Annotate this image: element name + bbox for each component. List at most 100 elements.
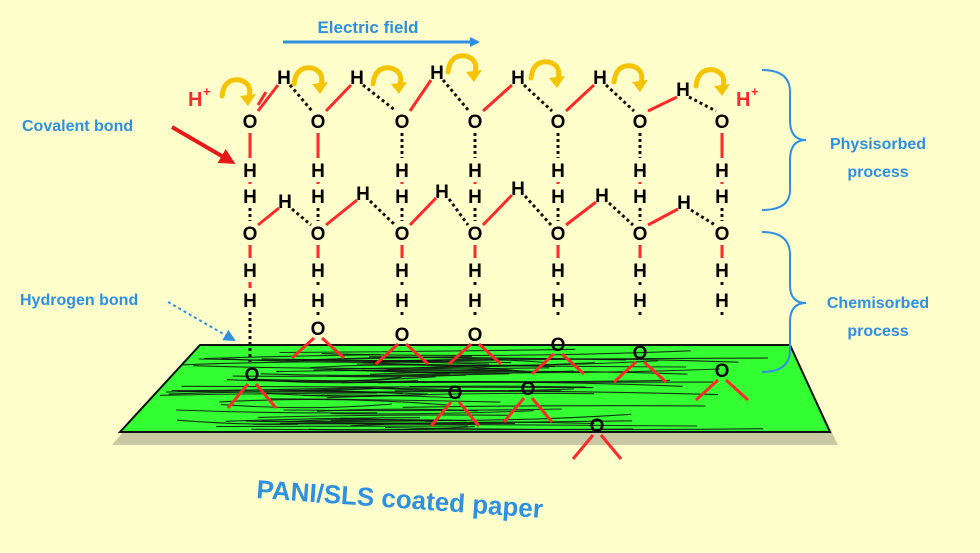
hydrogen-atom: H <box>311 187 325 208</box>
paper-fiber <box>409 385 587 388</box>
paper-fiber <box>216 425 468 428</box>
hydrogen-bond <box>368 199 397 227</box>
hydrogen-atom: H <box>243 161 257 182</box>
paper-fibers <box>160 348 769 431</box>
oxygen-atom: O <box>633 224 648 245</box>
covalent-bond <box>530 397 554 423</box>
hydrogen-atom: H <box>633 187 647 208</box>
paper-fiber <box>171 386 376 392</box>
paper-fiber <box>261 358 512 364</box>
paper-fiber <box>177 419 299 425</box>
paper-fiber <box>253 420 633 425</box>
paper-fiber <box>333 368 721 374</box>
hydrogen-atom: H <box>633 261 647 282</box>
covalent-bond <box>647 207 679 227</box>
hydrogen-atom: H <box>551 161 565 182</box>
yellow-swirl-arrow-head <box>312 82 328 94</box>
oxygen-atom: O <box>715 361 730 382</box>
hydrogen-atom: H <box>511 179 525 200</box>
paper-fiber <box>279 348 576 354</box>
hydrogen-bond <box>522 83 554 113</box>
hydrogen-atom: H <box>511 68 525 89</box>
oxygen-atom: O <box>468 224 483 245</box>
hydrogen-bond-label: Hydrogen bond <box>20 292 138 309</box>
yellow-swirl-arrow-icon <box>528 59 562 85</box>
covalent-bond <box>599 434 623 460</box>
yellow-swirl-arrow-head <box>466 70 482 82</box>
hydrogen-atom: H <box>633 161 647 182</box>
hydrogen-atom: H <box>395 161 409 182</box>
proton-left-h: H <box>188 89 202 111</box>
hydrogen-bond <box>690 208 716 227</box>
covalent-bond <box>647 95 678 113</box>
oxygen-atom: O <box>448 383 463 404</box>
hydrogen-bond <box>523 194 553 227</box>
paper-fiber <box>308 426 475 431</box>
yellow-swirl-arrow-icon <box>445 53 479 79</box>
hydrogen-bond <box>447 198 470 226</box>
paper-fiber <box>168 391 428 395</box>
paper-fiber <box>267 398 501 403</box>
covalent-bond <box>408 79 433 112</box>
oxygen-atom: O <box>395 325 410 346</box>
oxygen-atom: O <box>311 112 326 133</box>
covalent-bond <box>404 342 430 366</box>
oxygen-atom: O <box>243 224 258 245</box>
oxygen-atom: O <box>551 112 566 133</box>
covalent-bond <box>374 342 400 366</box>
hydrogen-atom: H <box>715 261 729 282</box>
covalent-bond-label: Covalent bond <box>22 118 133 135</box>
hydrogen-atom: H <box>311 291 325 312</box>
curly-brace-icon <box>761 69 807 211</box>
oxygen-atom: O <box>715 224 730 245</box>
covalent-bond <box>257 206 280 227</box>
physisorbed-label-line2: process <box>847 164 908 181</box>
hydrogen-atom: H <box>356 184 370 205</box>
chemisorbed-label-line2: process <box>847 323 908 340</box>
yellow-swirl-arrow-icon <box>219 77 253 103</box>
covalent-bond <box>530 352 556 376</box>
physisorbed-brace: Physisorbed process <box>761 69 926 211</box>
hydrogen-atom: H <box>468 291 482 312</box>
proton-left-plus: + <box>203 84 211 99</box>
covalent-bond <box>477 342 503 366</box>
hydrogen-atom: H <box>395 187 409 208</box>
covalent-bond <box>481 193 514 227</box>
oxygen-atom: O <box>468 112 483 133</box>
oxygen-atom: O <box>633 112 648 133</box>
paper-fiber <box>327 374 467 378</box>
oxygen-atom: O <box>521 379 536 400</box>
hydrogen-atom: H <box>468 261 482 282</box>
paper-fiber <box>278 386 400 391</box>
paper-fiber <box>370 370 688 375</box>
paper-fiber <box>361 360 659 366</box>
yellow-swirl-arrow-icon <box>291 65 325 91</box>
covalent-bond <box>226 383 250 409</box>
oxygen-atom: O <box>311 224 326 245</box>
paper-fiber <box>340 413 632 421</box>
paper-fiber <box>313 367 533 373</box>
hydrogen-atom: H <box>715 161 729 182</box>
paper-fiber <box>276 367 550 373</box>
hydrogen-atom: H <box>677 193 691 214</box>
hydrogen-atom: H <box>243 291 257 312</box>
paper-fiber <box>225 417 421 422</box>
hydrogen-atom: H <box>551 187 565 208</box>
covalent-bond <box>571 434 595 460</box>
covalent-bond <box>256 91 268 106</box>
hydrogen-atom: H <box>430 63 444 84</box>
substrate-label: PANI/SLS coated paper <box>256 474 544 524</box>
paper-fiber <box>384 365 556 371</box>
covalent-bond <box>560 352 586 376</box>
oxygen-atom: O <box>395 112 410 133</box>
hydrogen-atom: H <box>311 161 325 182</box>
hydrogen-atom: H <box>277 68 291 89</box>
hydrogen-atom: H <box>468 187 482 208</box>
red-arrow-icon <box>170 125 236 165</box>
covalent-bond <box>320 336 346 360</box>
covalent-bond <box>564 83 596 113</box>
yellow-swirl-arrow-head <box>240 94 256 106</box>
oxygen-atom: O <box>311 319 326 340</box>
covalent-bond <box>254 383 278 409</box>
